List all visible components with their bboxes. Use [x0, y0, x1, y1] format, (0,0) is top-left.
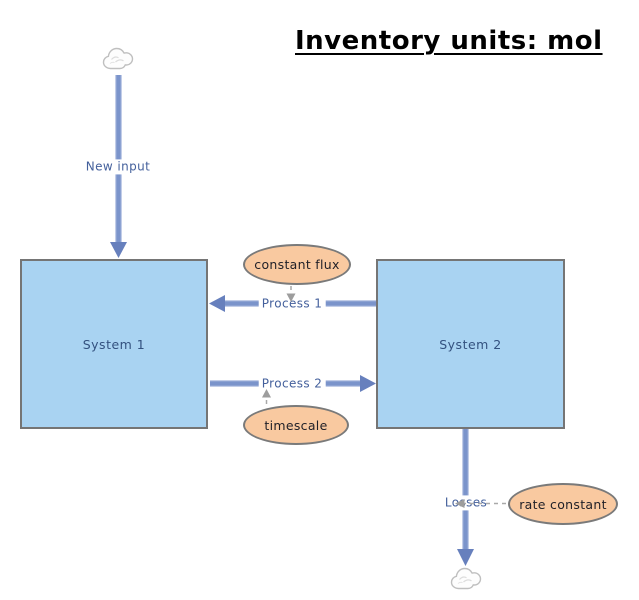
parameter-constant-flux: constant flux: [243, 244, 351, 285]
flow-label-process-2: Process 2: [258, 376, 326, 392]
system-1-label: System 1: [82, 336, 146, 352]
flow-label-losses: Losses: [441, 495, 491, 511]
system-2-box: System 2: [376, 259, 565, 429]
flow-label-process-1: Process 1: [258, 296, 326, 312]
parameter-rate-constant-label: rate constant: [519, 496, 607, 512]
system-2-label: System 2: [439, 336, 502, 352]
flow-label-new-input: New input: [82, 159, 154, 175]
parameter-timescale-label: timescale: [264, 417, 328, 433]
cloud-source-icon: [102, 47, 134, 70]
system-1-box: System 1: [20, 259, 208, 429]
diagram-title: Inventory units: mol: [295, 26, 603, 56]
parameter-constant-flux-label: constant flux: [254, 257, 340, 272]
parameter-timescale: timescale: [243, 405, 349, 445]
flow-losses-arrow: [457, 428, 474, 566]
parameter-rate-constant: rate constant: [508, 483, 618, 525]
cloud-sink-icon: [450, 567, 482, 590]
